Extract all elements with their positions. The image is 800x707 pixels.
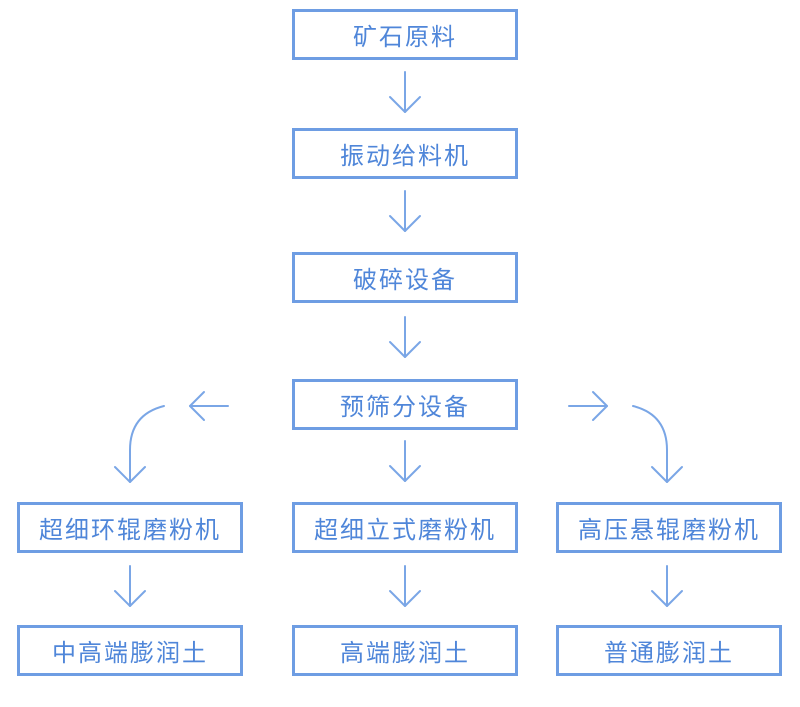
node-center-output: 高端膨润土 [292, 625, 518, 676]
node-center-mill: 超细立式磨粉机 [292, 502, 518, 553]
node-right-output: 普通膨润土 [556, 625, 782, 676]
arrow-center-mill-to-output [389, 565, 421, 607]
arrow-crusher-to-prescreen [389, 316, 421, 358]
arrow-prescreen-to-center-mill [389, 440, 421, 482]
node-feeder: 振动给料机 [292, 128, 518, 179]
node-ore: 矿石原料 [292, 9, 518, 60]
node-left-mill: 超细环辊磨粉机 [17, 502, 243, 553]
arrow-curve-to-right-mill [632, 405, 683, 483]
arrow-prescreen-left-horizontal [189, 391, 229, 421]
node-right-mill: 高压悬辊磨粉机 [556, 502, 782, 553]
arrow-right-mill-to-output [651, 565, 683, 607]
arrow-left-mill-to-output [114, 565, 146, 607]
node-left-output: 中高端膨润土 [17, 625, 243, 676]
arrow-ore-to-feeder [389, 71, 421, 113]
node-crusher: 破碎设备 [292, 252, 518, 303]
arrow-prescreen-right-horizontal [568, 391, 608, 421]
node-prescreen: 预筛分设备 [292, 379, 518, 430]
arrow-curve-to-left-mill [114, 405, 165, 483]
arrow-feeder-to-crusher [389, 190, 421, 232]
